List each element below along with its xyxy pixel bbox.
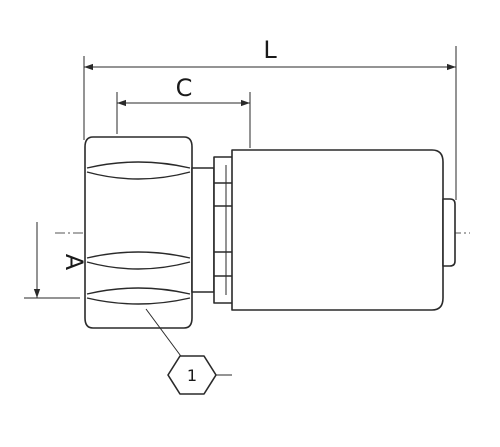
diameter-label: A xyxy=(60,254,88,271)
callout-1: 1 xyxy=(145,308,232,395)
end-tip xyxy=(442,198,456,267)
collar-rings xyxy=(213,156,237,304)
dimension-l: L xyxy=(83,36,457,200)
length-label: L xyxy=(263,36,277,64)
hex-nut xyxy=(84,136,193,329)
dimension-a: A xyxy=(24,222,88,299)
callout-number: 1 xyxy=(187,366,197,385)
ferrule-sleeve xyxy=(231,149,444,311)
socket-label: C xyxy=(176,74,193,102)
nut-neck xyxy=(191,167,215,293)
dimension-c: C xyxy=(116,74,251,148)
